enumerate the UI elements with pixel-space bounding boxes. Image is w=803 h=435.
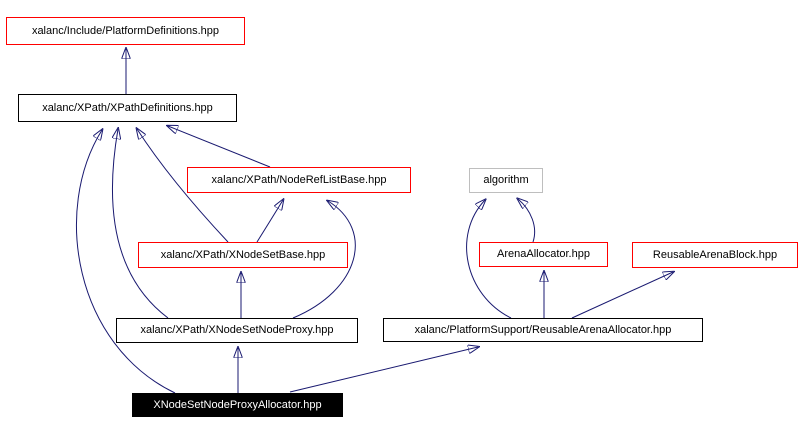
node-xnode-set-node-proxy[interactable]: xalanc/XPath/XNodeSetNodeProxy.hpp (116, 318, 358, 343)
node-reusable-arena-block[interactable]: ReusableArenaBlock.hpp (632, 242, 798, 268)
node-xnode-set-base[interactable]: xalanc/XPath/XNodeSetBase.hpp (138, 242, 348, 268)
node-reusable-arena-allocator[interactable]: xalanc/PlatformSupport/ReusableArenaAllo… (383, 318, 703, 342)
node-xnode-set-node-proxy-allocator: XNodeSetNodeProxyAllocator.hpp (132, 393, 343, 417)
edge-xnode-set-base-to-xpath-definitions (137, 129, 229, 243)
edge-xnode-set-node-proxy-to-node-ref-list-base (292, 201, 356, 319)
edge-node-ref-list-base-to-xpath-definitions (168, 126, 271, 168)
edge-xnode-set-node-proxy-to-xpath-definitions (112, 129, 169, 319)
node-platform-definitions[interactable]: xalanc/Include/PlatformDefinitions.hpp (6, 17, 245, 45)
edge-reusable-arena-allocator-to-reusable-arena-block (571, 272, 673, 319)
edge-xnode-set-node-proxy-allocator-to-xpath-definitions (76, 130, 176, 394)
edge-reusable-arena-allocator-to-algorithm (466, 200, 512, 319)
node-algorithm: algorithm (469, 168, 543, 193)
node-node-ref-list-base[interactable]: xalanc/XPath/NodeRefListBase.hpp (187, 167, 411, 193)
edge-xnode-set-base-to-node-ref-list-base (256, 200, 283, 243)
edge-xnode-set-node-proxy-allocator-to-reusable-arena-allocator (289, 347, 478, 393)
node-xpath-definitions[interactable]: xalanc/XPath/XPathDefinitions.hpp (18, 94, 237, 122)
node-arena-allocator[interactable]: ArenaAllocator.hpp (479, 242, 608, 267)
edge-arena-allocator-to-algorithm (518, 199, 536, 243)
